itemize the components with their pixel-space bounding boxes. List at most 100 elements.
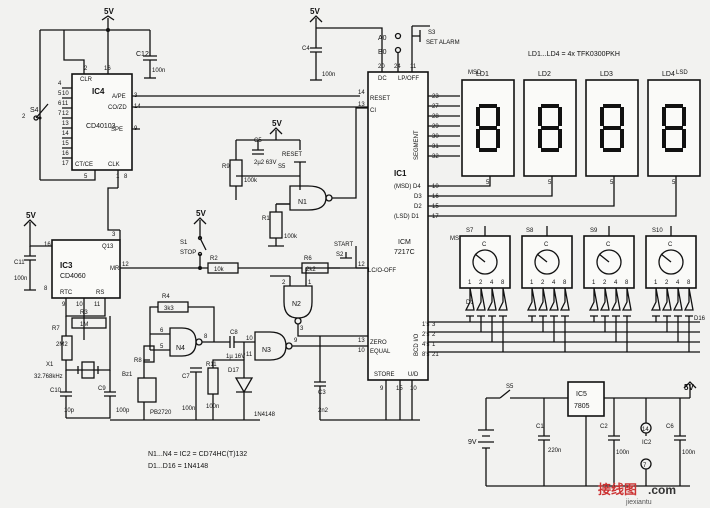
thumbwheel-dial [534,249,560,275]
ic3-part: CD4060 [60,273,86,280]
ic4-pin: 5 [58,91,62,97]
thumbwheel-diode [526,287,537,322]
ic1-reset-pin: RESET [370,96,390,102]
r4-value: 3k3 [164,306,174,312]
ic1-a0-pin: A0 [378,35,387,42]
d17-label: D17 [228,368,240,374]
c12-value: 100n [152,68,165,74]
c11-label: C11 [14,260,25,266]
r11-label: R11 [206,362,217,368]
display-segment [665,126,683,130]
gate-pin: 11 [246,352,253,358]
ic3-pin: 9 [62,302,66,308]
s4-selector: S4 2 [22,103,96,181]
c2-value: 100n [616,450,629,456]
ic1-digit: (LSD) D1 [394,214,420,220]
ic1-seg-pin: 29 [432,124,439,130]
thumbwheel-bit: 1 [592,280,596,286]
ic1-pin: 10 [432,184,439,190]
r1 [269,211,283,239]
bcd-line: 1's [422,322,429,328]
r3 [71,317,107,329]
c9-value: 100p [116,408,130,414]
ic4-pe-label: A/PE [112,94,126,100]
thumbwheel-diode [464,287,475,322]
r3-label: R3 [80,310,88,316]
n3-gate [254,331,287,361]
display-digit-pin: 5 [610,180,614,186]
s3-value: SET ALARM [426,40,460,46]
c7-label: C7 [182,374,190,380]
display-ld4: LD4 [647,71,701,177]
ic4-pin-b3: 8 [124,174,128,180]
ic1-lpoff-pin: LP/OFF [398,76,419,82]
r11 [207,367,219,395]
bcd-line: 8's [422,352,429,358]
ic3-q13: Q13 [102,244,114,250]
gate-pin: 10 [246,336,253,342]
c8-value: 1µ 16V [226,354,245,360]
display-segment [479,104,497,108]
watermark-text: 接线图 [598,482,637,497]
r4-label: R4 [162,294,170,300]
thumbwheel-bit: 2 [603,280,607,286]
thumbwheel-bit: 8 [687,280,691,286]
thumbwheel-wiper [536,253,548,263]
ic4-body [71,73,133,171]
tw-s7: S7 [466,228,474,234]
thumbwheel-bit: 8 [625,280,629,286]
ic1-bcd-label: BCD I/O [414,333,420,356]
r6-label: R6 [304,256,312,262]
r7-label: R7 [52,326,60,332]
ic1-top: 5V C4 100n A0 B0 S3 SET ALARM [302,7,460,81]
ic1-part1: ICM [398,239,411,246]
ic2-pin7: 7 [643,463,647,469]
supply-label: 5V [684,383,694,392]
ic1-pin: 15 [432,204,439,210]
supply-ic3: 5V C11 100n [14,211,52,291]
thumbwheel-diode [548,287,559,342]
note-diodes: D1...D16 = 1N4148 [148,463,208,470]
display-segment [603,148,621,152]
display-segment [476,107,480,126]
s5-label: S5 [278,164,286,170]
ic1-pin: 13 [358,338,365,344]
r7-value: 2M2 [56,342,68,348]
display-body [647,79,701,177]
thumbwheel-dial [596,249,622,275]
display-segment [538,107,542,126]
ic1-ud-pin: U/D [408,372,419,378]
n1-gate [289,185,327,211]
bz1-buzzer [137,377,157,403]
ic1-pin: 17 [432,214,439,220]
r2-label: R2 [210,256,218,262]
ic1-name: IC1 [394,169,407,178]
ic5-7805 [567,381,605,417]
display-segment [662,129,666,148]
ic5-name: IC5 [576,391,587,398]
c1-value: 220n [548,448,561,454]
r6-value: 2k2 [306,267,316,273]
ic3-pin: 8 [44,286,48,292]
c4-value: 100n [322,72,335,78]
display-segment [600,129,604,148]
gate-pin: 3 [300,326,304,332]
ic4-pin: 4 [58,81,62,87]
display-name: LD1 [476,71,489,78]
c5-value: 2µ2 63V [254,160,276,166]
ic1-pin: 14 [358,90,365,96]
display-segment [682,129,686,148]
thumbwheel-dial [658,249,684,275]
ic1-digit: D3 [414,194,422,200]
tw-msd: MSD [450,236,464,242]
ic3-pin: 11 [94,302,101,308]
gate-pin: 9 [294,338,298,344]
display-segment [603,104,621,108]
ic3-rs: RS [96,290,104,296]
display-segment [496,129,500,148]
ic1-pin: 11 [410,64,417,70]
